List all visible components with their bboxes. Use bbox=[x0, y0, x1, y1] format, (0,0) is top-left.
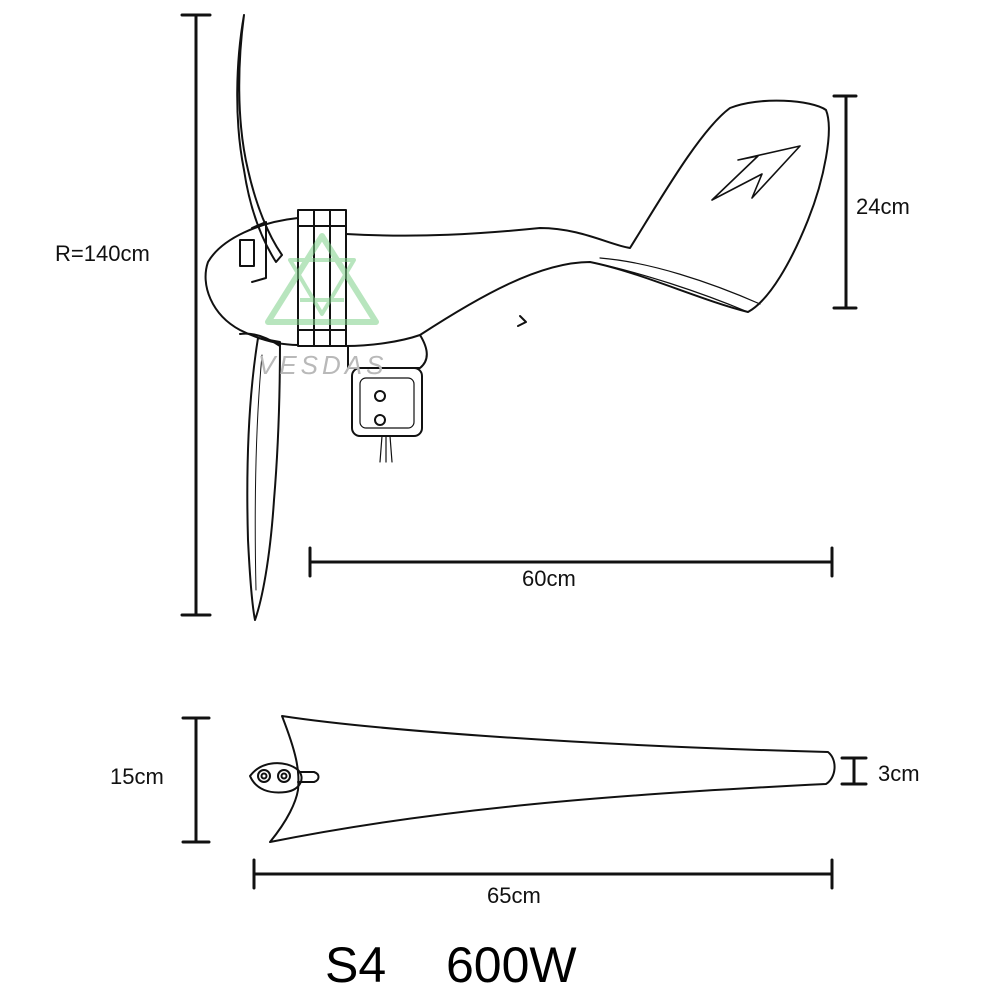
blade-tip-dimension bbox=[840, 756, 868, 786]
blade-length-label: 65cm bbox=[487, 883, 541, 908]
tail-height-label: 24cm bbox=[856, 194, 910, 219]
blade-tip-width-label: 3cm bbox=[878, 761, 920, 786]
nose-cone bbox=[204, 217, 299, 346]
mount-bracket bbox=[351, 367, 423, 437]
triangle-logo-icon bbox=[265, 233, 379, 325]
lightning-logo-icon bbox=[711, 145, 801, 201]
rotor-radius-dimension bbox=[180, 13, 212, 617]
generator-block bbox=[297, 209, 347, 347]
watermark-brand-text: VESDAS bbox=[258, 350, 388, 380]
blade-length-dimension bbox=[252, 858, 834, 890]
body-length-dimension bbox=[308, 546, 834, 578]
tail-height-dimension bbox=[832, 94, 858, 310]
model-power: 600W bbox=[446, 937, 577, 993]
blade-root-width-label: 15cm bbox=[110, 764, 164, 789]
body-length-label: 60cm bbox=[522, 566, 576, 591]
turbine-outline bbox=[204, 14, 830, 621]
rotor-radius-label: R=140cm bbox=[55, 241, 150, 266]
nacelle-body bbox=[345, 99, 830, 347]
blade-outline bbox=[249, 715, 836, 843]
blade-root-mount bbox=[249, 762, 303, 794]
upper-blade bbox=[236, 14, 283, 263]
lower-blade bbox=[246, 337, 281, 621]
mount-neck bbox=[347, 334, 428, 369]
model-name: S4 bbox=[325, 937, 387, 993]
blade-root-dimension bbox=[181, 716, 211, 844]
